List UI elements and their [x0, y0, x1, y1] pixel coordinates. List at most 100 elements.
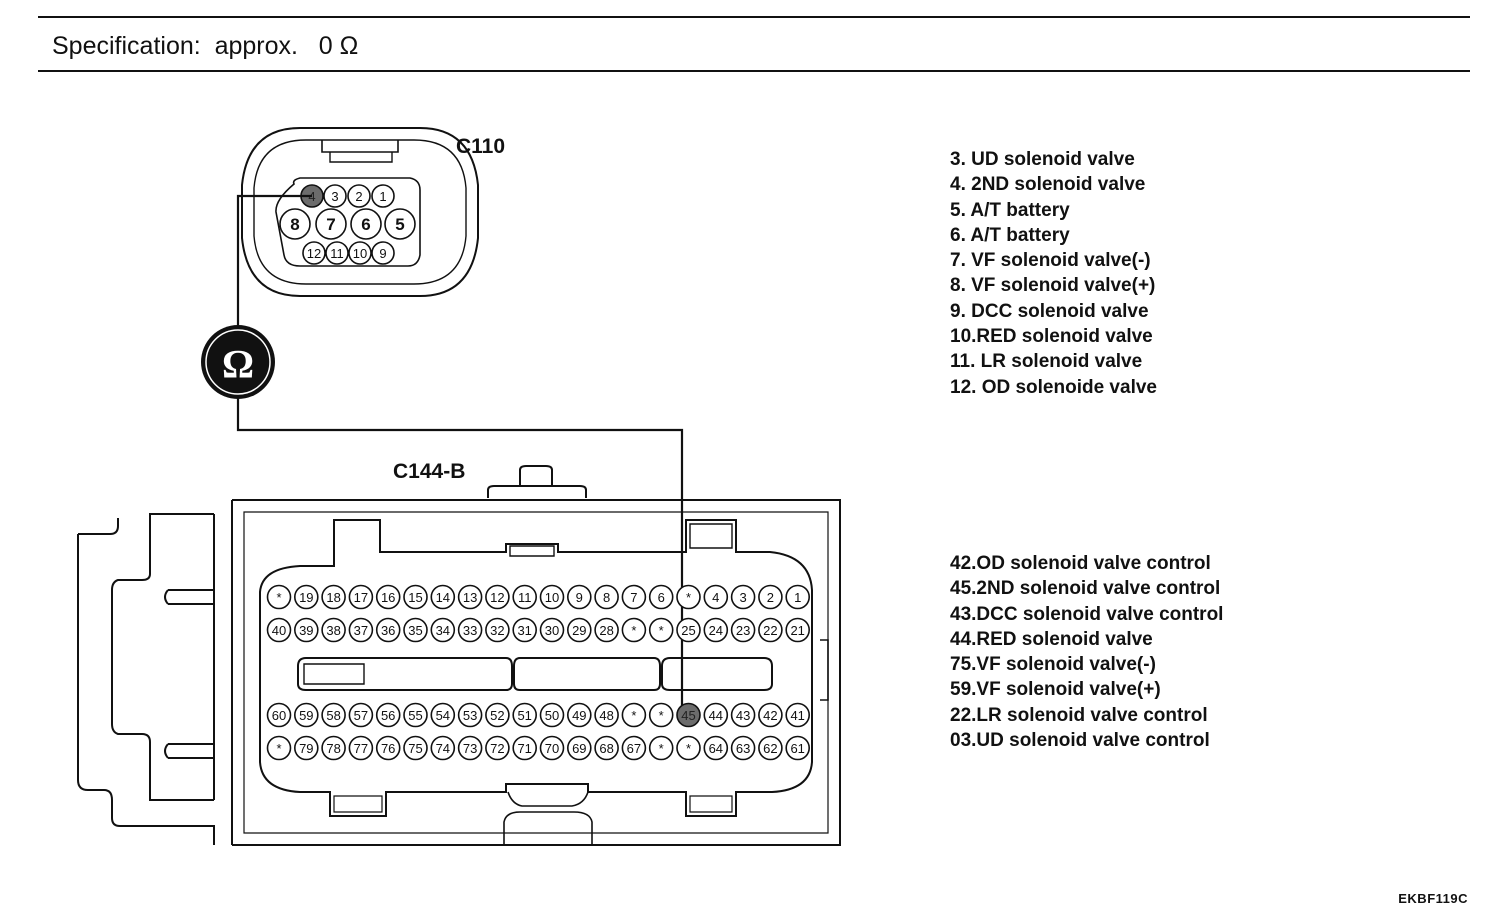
figure-code: EKBF119C — [1398, 891, 1468, 906]
connector-pin: 63 — [730, 735, 756, 761]
connector-pin: 32 — [485, 617, 510, 643]
svg-text:*: * — [276, 741, 281, 756]
svg-text:3: 3 — [739, 590, 746, 605]
connector-pin: 48 — [594, 702, 619, 728]
connector-pin: 49 — [566, 702, 592, 728]
connector-pin: 78 — [321, 735, 346, 761]
connector-pin: 42 — [758, 702, 783, 728]
svg-text:57: 57 — [354, 708, 368, 723]
svg-text:8: 8 — [290, 215, 299, 234]
svg-text:19: 19 — [299, 590, 313, 605]
connector-pin: 55 — [403, 702, 428, 728]
connector-pin: * — [648, 735, 674, 761]
svg-text:44: 44 — [709, 708, 723, 723]
legend-item: 12. OD solenoide valve — [950, 376, 1157, 398]
connector-pin: * — [648, 617, 674, 643]
svg-text:1: 1 — [794, 590, 801, 605]
connector-pin: 3 — [323, 184, 347, 208]
c144b-connector — [77, 465, 841, 846]
connector-pin: 24 — [703, 617, 729, 643]
connector-pin: 11 — [325, 241, 349, 265]
svg-text:29: 29 — [572, 623, 586, 638]
svg-text:33: 33 — [463, 623, 477, 638]
legend-item: 10.RED solenoid valve — [950, 326, 1153, 348]
connector-pin: * — [621, 702, 647, 728]
svg-text:36: 36 — [381, 623, 395, 638]
svg-text:64: 64 — [709, 741, 723, 756]
connector-pin: 25 — [676, 617, 701, 643]
svg-text:12: 12 — [490, 590, 504, 605]
legend-item: 9. DCC solenoid valve — [950, 300, 1149, 322]
connector-pin: 33 — [457, 617, 483, 643]
connector-pin: 71 — [512, 735, 538, 761]
connector-pin: 54 — [430, 702, 456, 728]
connector-pin: 8 — [594, 584, 619, 610]
svg-text:2: 2 — [355, 189, 362, 204]
connector-pin: 37 — [348, 617, 374, 643]
connector-pin: 76 — [375, 735, 401, 761]
svg-text:9: 9 — [379, 246, 386, 261]
svg-text:14: 14 — [436, 590, 450, 605]
connector-pin: 21 — [785, 617, 811, 643]
connector-pin: 1 — [371, 184, 395, 208]
legend-item: 42.OD solenoid valve control — [950, 553, 1211, 574]
connector-pin: 58 — [321, 702, 346, 728]
svg-text:6: 6 — [658, 590, 665, 605]
connector-pin: 8 — [279, 208, 311, 240]
svg-text:75: 75 — [408, 741, 422, 756]
svg-text:*: * — [631, 708, 636, 723]
svg-text:24: 24 — [709, 623, 723, 638]
svg-text:2: 2 — [767, 590, 774, 605]
ohmmeter-icon: Ω — [201, 325, 275, 399]
svg-text:51: 51 — [517, 708, 531, 723]
svg-text:54: 54 — [436, 708, 450, 723]
connector-pin: 50 — [539, 702, 565, 728]
svg-text:61: 61 — [790, 741, 804, 756]
svg-text:55: 55 — [408, 708, 422, 723]
connector-pin: 57 — [348, 702, 374, 728]
connector-pin: 34 — [430, 617, 456, 643]
connector-pin: 73 — [457, 735, 483, 761]
c110-connector — [241, 127, 479, 297]
top-rule — [38, 16, 1470, 18]
connector-pin: 72 — [485, 735, 510, 761]
connector-pin: * — [648, 702, 674, 728]
legend-item: 03.UD solenoid valve control — [950, 730, 1210, 752]
svg-text:45: 45 — [681, 708, 695, 723]
svg-text:78: 78 — [326, 741, 340, 756]
connector-pin: * — [266, 584, 292, 610]
svg-text:34: 34 — [436, 623, 450, 638]
connector-pin: 59 — [293, 702, 319, 728]
connector-pin: 22 — [758, 617, 783, 643]
svg-text:10: 10 — [353, 246, 367, 261]
svg-text:67: 67 — [627, 741, 641, 756]
connector-pin: 11 — [512, 584, 538, 610]
svg-text:76: 76 — [381, 741, 395, 756]
connector-pin: 61 — [785, 735, 811, 761]
svg-text:28: 28 — [599, 623, 613, 638]
svg-text:11: 11 — [330, 246, 344, 261]
connector-pin: 2 — [758, 584, 783, 610]
svg-text:11: 11 — [518, 590, 532, 605]
connector-pin: 44 — [703, 702, 729, 728]
connector-pin: 7 — [621, 584, 647, 610]
legend-item: 4. 2ND solenoid valve — [950, 174, 1146, 196]
connector-pin: * — [676, 584, 701, 610]
svg-text:62: 62 — [763, 741, 777, 756]
svg-text:25: 25 — [681, 623, 695, 638]
svg-text:21: 21 — [790, 623, 804, 638]
connector-pin: 41 — [785, 702, 811, 728]
svg-text:22: 22 — [763, 623, 777, 638]
svg-text:42: 42 — [763, 708, 777, 723]
svg-text:40: 40 — [272, 623, 286, 638]
svg-text:58: 58 — [326, 708, 340, 723]
connector-pin: 68 — [594, 735, 619, 761]
ohm-symbol: Ω — [222, 342, 254, 387]
svg-text:17: 17 — [354, 590, 368, 605]
svg-text:43: 43 — [736, 708, 750, 723]
connector-pin: 12 — [485, 584, 510, 610]
svg-text:7: 7 — [326, 215, 335, 234]
svg-text:31: 31 — [517, 623, 531, 638]
svg-text:32: 32 — [490, 623, 504, 638]
